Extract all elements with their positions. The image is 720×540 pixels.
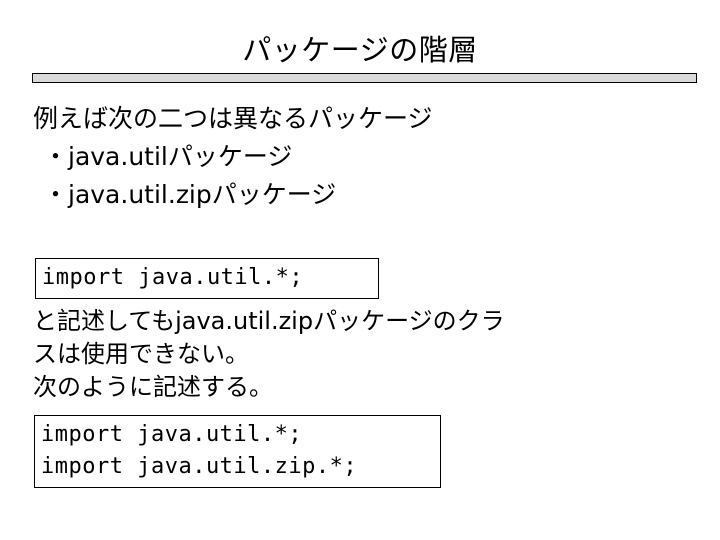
explanation-line: 次のように記述する。 — [33, 373, 273, 401]
code-block-two-imports: import java.util.*; import java.util.zip… — [34, 415, 441, 488]
code-line: import java.util.*; — [42, 265, 304, 290]
code-line: import java.util.zip.*; — [41, 454, 358, 479]
intro-text-block: 例えば次の二つは異なるパッケージ ・java.utilパッケージ ・java.u… — [33, 100, 693, 214]
code-block-single-import: import java.util.*; — [35, 258, 379, 299]
title-separator-bar — [32, 73, 697, 83]
explanation-line: スは使用できない。 — [33, 340, 249, 368]
intro-bullet-java-util: ・java.utilパッケージ — [43, 142, 293, 171]
code-line: import java.util.*; — [41, 422, 303, 447]
page-title: パッケージの階層 — [242, 33, 478, 67]
explanation-line: と記述してもjava.util.zipパッケージのクラ — [33, 307, 505, 335]
intro-bullet-java-util-zip: ・java.util.zipパッケージ — [43, 180, 337, 209]
intro-line: 例えば次の二つは異なるパッケージ — [33, 104, 433, 133]
explanation-text-block: と記述してもjava.util.zipパッケージのクラ スは使用できない。 次の… — [33, 305, 693, 404]
